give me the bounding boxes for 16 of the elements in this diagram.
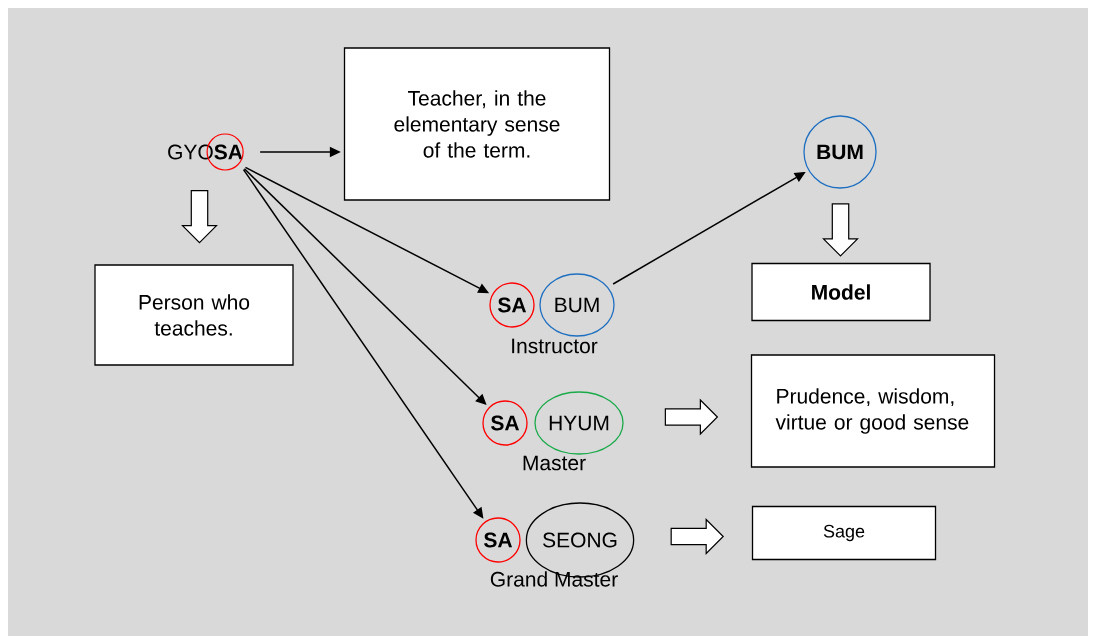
text-box: Model	[751, 262, 931, 322]
text-box: Person who teaches.	[94, 264, 294, 366]
arrow	[242, 168, 484, 519]
ellipse-word: HYUM	[534, 391, 624, 455]
circled-word: BUM	[803, 115, 877, 189]
circled-word: SA	[482, 400, 528, 446]
block-arrow	[181, 190, 218, 244]
caption-label: Instructor	[512, 338, 598, 354]
text-box: Teacher, in the elementary sense of the term.	[343, 47, 611, 201]
circled-word: SA	[489, 282, 535, 328]
caption-label: Master	[523, 455, 586, 471]
ellipse-word: BUM	[539, 273, 615, 337]
text-box: Sage	[751, 505, 937, 561]
circled-word: SA	[475, 517, 521, 563]
text-box: Prudence, wisdom, virtue or good sense	[750, 354, 996, 468]
block-arrow	[822, 203, 859, 257]
